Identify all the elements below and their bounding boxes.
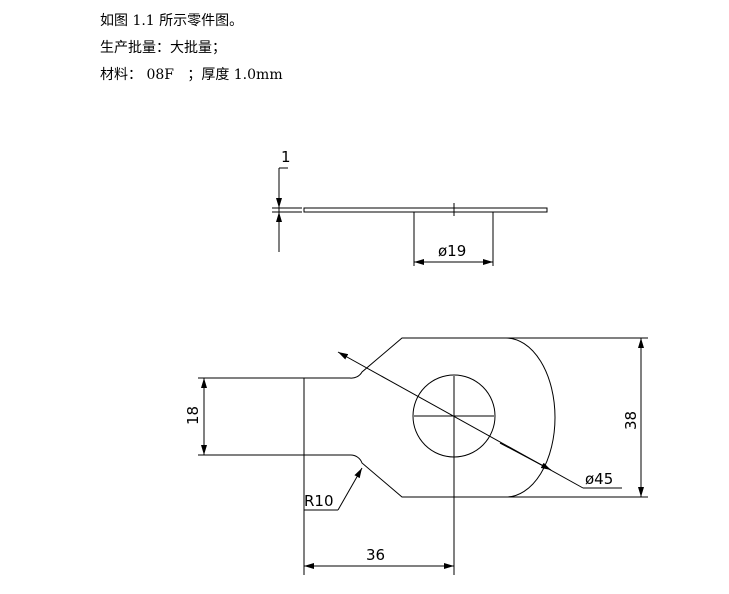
radius-label: R10 [304,492,334,510]
height-label: 38 [622,411,640,430]
radius-leader [337,467,363,511]
side-view [272,167,548,266]
length-label: 36 [366,546,385,564]
plate-side-outline [303,207,548,213]
material-thickness-line: 材料： 08F ；厚度 1.0mm [100,67,283,83]
outer-diameter-arrow-inner [499,442,552,471]
width-label: 18 [184,406,202,425]
part-outline [303,337,556,498]
hole-diameter-label: ø19 [438,242,466,260]
figure-reference-line: 如图 1.1 所示零件图。 [100,13,244,29]
outer-diameter-label: ø45 [585,470,613,488]
thickness-label: 1 [281,148,291,166]
plan-view [198,337,648,575]
problem-description: 如图 1.1 所示零件图。 生产批量：大批量； 材料： 08F ；厚度 1.0m… [100,8,283,89]
production-batch-line: 生产批量：大批量； [100,40,226,56]
